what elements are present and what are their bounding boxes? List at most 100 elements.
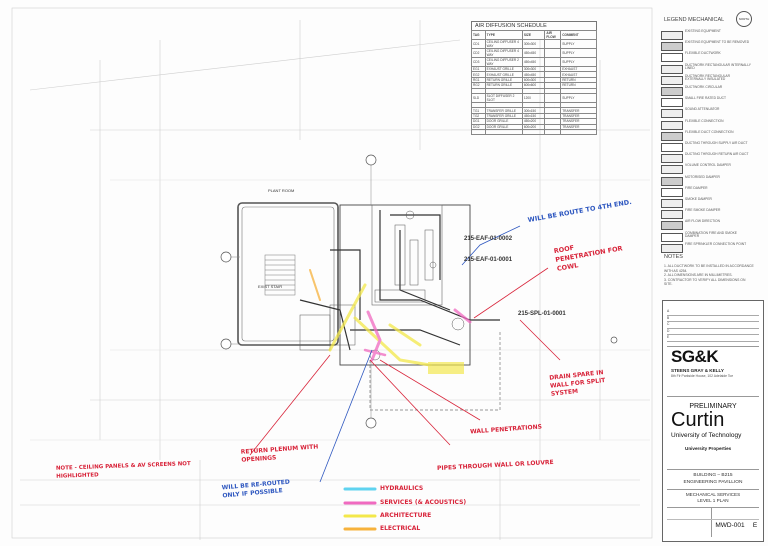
- legend-item: DUCTWORK RECTANGULAR INTERNALLY LINED: [661, 62, 751, 76]
- status-label: PRELIMINARY: [689, 403, 737, 410]
- legend-symbol-icon: [661, 176, 683, 186]
- legend-symbol-icon: [661, 109, 683, 119]
- legend-label: EXISTING EQUIPMENT TO BE REMOVED: [685, 40, 750, 45]
- legend-label: DUCTWORK RECTANGULAR INTERNALLY LINED: [685, 62, 751, 71]
- plan-label: EXIST STAIR: [258, 284, 283, 289]
- legend-label: FLEXIBLE DUCTWORK: [685, 51, 721, 56]
- legend-symbol-icon: [661, 143, 683, 152]
- legend-symbol-icon: [661, 187, 683, 197]
- legend-item: FIRE SPRINKLER CONNECTION POINT: [661, 241, 751, 255]
- legend-item: VOLUME CONTROL DAMPER: [661, 164, 751, 176]
- legend-label: FLEXIBLE DUCT CONNECTION: [685, 129, 734, 134]
- sheet-title-1: MECHANICAL SERVICES: [685, 492, 741, 497]
- legend-label: SOUND ATTENUATOR: [685, 107, 720, 112]
- revision-letter: C: [667, 322, 670, 326]
- revision-number: E: [752, 522, 758, 529]
- schedule-row: [471, 87, 597, 94]
- legend-item: EXISTING EQUIPMENT: [661, 29, 751, 42]
- schedule-header-cell: TAG: [471, 30, 486, 40]
- note-item: 1. ALL DUCTWORK TO BE INSTALLED IN ACCOR…: [664, 264, 754, 273]
- client-name: University of Technology: [671, 432, 742, 439]
- legend-label: VOLUME CONTROL DAMPER: [685, 163, 731, 168]
- revision-row: A: [667, 309, 759, 316]
- legend-label: MOTORISED DAMPER: [685, 174, 720, 179]
- legend-item: FIRE SMOKE DAMPER: [661, 209, 751, 221]
- schedule-cell: CEILING DIFFUSER 4 WAY: [484, 39, 523, 49]
- schedule-cell: [484, 87, 523, 94]
- key-label-architecture: ARCHITECTURE: [380, 512, 432, 519]
- schedule-cell: SUPPLY: [560, 48, 597, 58]
- schedule-cell: CEILING DIFFUSER 2 WAY: [484, 57, 523, 67]
- tag-eaf-1: 215-EAF-01-0001: [464, 257, 513, 263]
- schedule-header-cell: TYPE: [484, 30, 523, 40]
- legend-item: SOUND ATTENUATOR: [661, 108, 751, 120]
- schedule-cell: CD1: [471, 39, 486, 49]
- legend-symbol-icon: [661, 98, 683, 108]
- legend-label: DUCTING THROUGH SUPPLY AIR DUCT: [685, 141, 748, 145]
- schedule-title: AIR DIFFUSION SCHEDULE: [471, 21, 597, 30]
- legend-item: FIRE DAMPER: [661, 186, 751, 199]
- schedule-cell: [544, 92, 562, 103]
- key-label-electrical: ELECTRICAL: [380, 525, 421, 532]
- drawing-number: MWD-001: [715, 522, 745, 529]
- schedule-cell: SLD: [471, 92, 486, 103]
- schedule-cell: SUPPLY: [560, 92, 597, 103]
- legend-item: AIR FLOW DIRECTION: [661, 220, 751, 232]
- revision-row: B: [667, 316, 759, 322]
- schedule-cell: [521, 128, 546, 136]
- legend-item: FLEXIBLE DUCTWORK: [661, 52, 751, 64]
- schedule-cell: CD2: [471, 48, 486, 58]
- key-label-services: SERVICES (& ACOUSTICS): [380, 499, 467, 506]
- legend-item: SMOKE DAMPER: [661, 197, 751, 210]
- legend-symbol-icon: [661, 42, 683, 52]
- notes-list: 1. ALL DUCTWORK TO BE INSTALLED IN ACCOR…: [664, 264, 754, 287]
- legend-item: FLEXIBLE CONNECTION: [661, 119, 751, 132]
- legend-label: DUCTING THROUGH RETURN AIR DUCT: [685, 152, 749, 157]
- schedule-header-cell: AIR FLOW: [544, 30, 562, 40]
- schedule-cell: [560, 128, 597, 136]
- legend-label: DUCTWORK CIRCULAR: [685, 85, 723, 89]
- schedule-cell: [544, 39, 562, 49]
- firm-name: STEENS GRAY & KELLY: [671, 368, 724, 373]
- legend-item: EXISTING EQUIPMENT TO BE REMOVED: [661, 41, 751, 53]
- legend-label: SMALL FIRE RATED DUCT: [685, 96, 727, 101]
- legend-item: DUCTWORK CIRCULAR: [661, 85, 751, 98]
- legend-symbol-icon: [661, 210, 683, 220]
- note-item: 2. ALL DIMENSIONS ARE IN MILLIMETRES.: [664, 273, 733, 278]
- tag-eaf-2: 215-EAF-01-0002: [464, 236, 513, 242]
- legend-item: COMBINATION FIRE AND SMOKE DAMPER: [661, 231, 751, 244]
- legend-label: SMOKE DAMPER: [685, 197, 712, 201]
- tag-spl-1: 215-SPL-01-0001: [518, 311, 566, 317]
- revision-row: E: [667, 335, 759, 342]
- firm-logo: SG&K: [671, 347, 719, 366]
- schedule-cell: [471, 128, 486, 136]
- client-logo: Curtin: [671, 409, 725, 431]
- legend-symbol-icon: [661, 165, 683, 175]
- schedule-cell: CD3: [471, 57, 486, 67]
- legend-item: DUCTWORK RECTANGULAR EXTERNALLY INSULATE…: [661, 74, 751, 87]
- revision-row: D: [667, 329, 759, 335]
- legend-symbol-icon: [661, 120, 683, 130]
- schedule-cell: SUPPLY: [560, 39, 597, 49]
- legend-title: LEGEND MECHANICAL: [664, 17, 725, 23]
- legend-symbol-icon: [661, 154, 683, 164]
- project-name: ENGINEERING PAVILLION: [683, 480, 743, 485]
- legend-symbol-icon: [661, 87, 683, 96]
- schedule-cell: CEILING DIFFUSER 4 WAY: [484, 48, 523, 58]
- revision-row: C: [667, 322, 759, 329]
- legend-label: FIRE SPRINKLER CONNECTION POINT: [685, 241, 747, 246]
- legend-symbol-icon: [661, 221, 683, 231]
- legend-symbol-icon: [661, 75, 683, 85]
- schedule-cell: 450x450: [521, 48, 546, 58]
- legend-item: DUCTING THROUGH SUPPLY AIR DUCT: [661, 141, 751, 154]
